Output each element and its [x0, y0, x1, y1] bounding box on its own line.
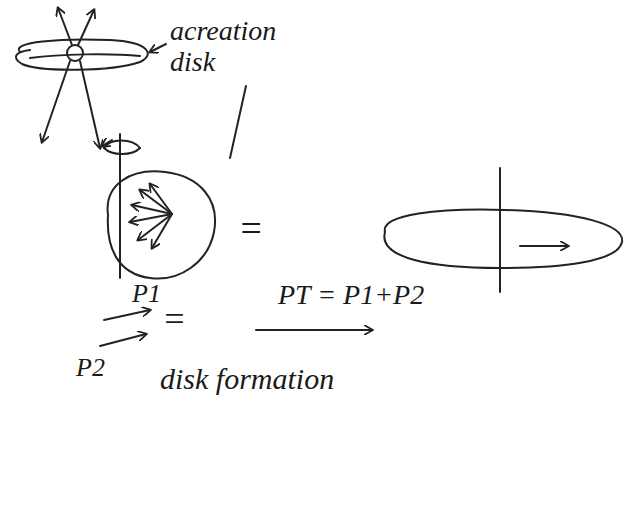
momentum-label: P1	[132, 280, 161, 309]
rotation-lens	[104, 148, 140, 154]
caption-note: disk formation	[160, 362, 334, 395]
rotation-axis	[119, 134, 121, 278]
jet-up	[78, 10, 94, 45]
central-object	[67, 45, 83, 61]
disk-rotation-arrow	[520, 245, 568, 247]
jet-up	[58, 8, 72, 45]
equals-sign: =	[162, 300, 186, 340]
disk-axis	[499, 168, 501, 292]
leader-arrow	[150, 44, 166, 52]
p1-vector	[104, 310, 150, 320]
disk-inner-line	[30, 54, 140, 58]
jet-down	[80, 61, 100, 148]
leader-line	[230, 86, 246, 158]
total-momentum-label: PT = P1+P2	[278, 280, 424, 311]
pt-vector	[256, 329, 372, 331]
p2-vector	[100, 334, 146, 346]
gas-cloud	[108, 171, 215, 278]
formed-disk	[384, 210, 622, 268]
momentum-label: P2	[76, 354, 105, 383]
equals-sign: =	[238, 208, 264, 250]
rotation-arrow	[102, 140, 112, 146]
jet-down	[42, 61, 70, 142]
momentum-rays	[130, 184, 172, 248]
disk-label: acreation disk	[170, 16, 300, 78]
